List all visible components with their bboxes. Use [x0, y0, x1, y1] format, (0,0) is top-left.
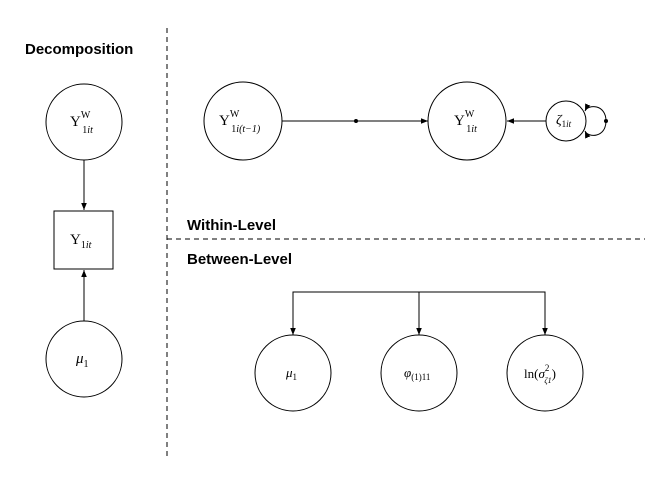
decomposition-heading: Decomposition: [25, 41, 133, 58]
mu-between-node: [254, 334, 332, 412]
within-level-heading: Within-Level: [187, 217, 276, 234]
y-lag-node: [203, 81, 283, 161]
between-level-heading: Between-Level: [187, 251, 292, 268]
phi-between-label: φ(1)11: [404, 365, 430, 382]
zeta-node: [545, 100, 587, 142]
y-within-right-node: [427, 81, 507, 161]
y-observed-label: Y1it: [70, 232, 92, 251]
ln-sigma-node: [506, 334, 584, 412]
phi-between-node: [380, 334, 458, 412]
zeta-label: ζ1it: [556, 113, 572, 129]
mu-left-node: [45, 320, 123, 398]
random-slope-dot: [354, 119, 358, 123]
mu-left-label: μ1: [75, 351, 89, 370]
random-variance-dot: [604, 119, 608, 123]
y-within-node: [45, 83, 123, 161]
variance-loop-lower: [584, 120, 607, 139]
mu-between-label: μ1: [285, 365, 297, 382]
variance-loop-upper: [584, 103, 607, 122]
y-observed-node: [53, 210, 114, 270]
